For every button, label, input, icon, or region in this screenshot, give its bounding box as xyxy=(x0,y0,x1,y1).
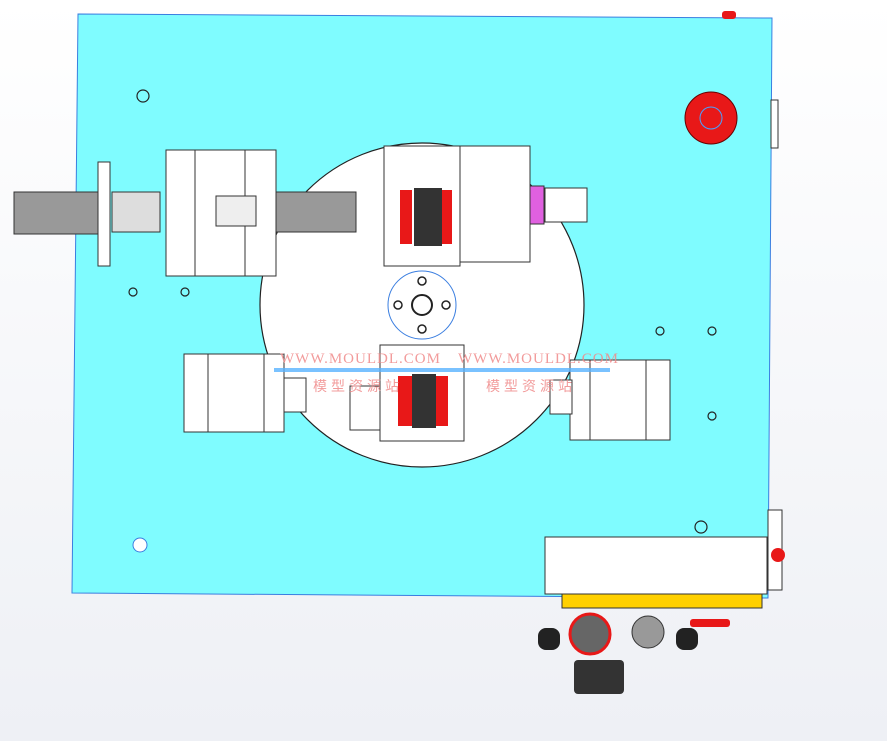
control-box xyxy=(544,536,768,595)
top-motor-coil xyxy=(400,190,412,244)
bottom-motor-coil xyxy=(398,376,412,426)
left-servo-motor xyxy=(13,191,101,235)
watermark-url: WWW.MOULDL.COM xyxy=(280,351,441,367)
watermark-label: 模型资源站 xyxy=(486,380,576,395)
watermark-label: 模型资源站 xyxy=(313,380,403,395)
emergency-stop-button xyxy=(684,91,738,145)
mounting-holes xyxy=(128,89,717,534)
watermark-url: WWW.MOULDL.COM xyxy=(458,351,619,367)
